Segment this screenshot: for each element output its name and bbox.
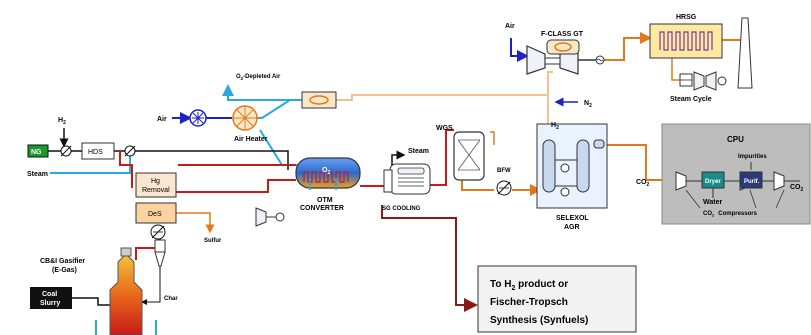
expander-turbine-icon (255, 207, 285, 227)
co2-out-label: CO2 (790, 184, 804, 193)
product-label-2: Fischer-Tropsch (490, 297, 568, 308)
steam-cycle-line (671, 58, 680, 81)
water-label: Water (703, 199, 722, 206)
des-box (135, 202, 177, 224)
ng-label: NG (31, 149, 42, 156)
des-heat-exchanger-icon (150, 224, 166, 240)
steam-left-line (50, 155, 131, 174)
h2-left-label: H2 (58, 117, 66, 126)
char-line (141, 255, 161, 305)
co2-to-cpu-line (606, 144, 676, 181)
n2-label: N2 (584, 100, 592, 109)
air-top-label: Air (505, 23, 515, 30)
sulfur-label: Sulfur (204, 238, 222, 244)
air-preheater-box (301, 91, 337, 109)
hrsg-unit (649, 23, 723, 59)
air-blower-icon (189, 109, 207, 127)
wgs-reactor (453, 131, 485, 181)
gasifier-vessel (95, 247, 157, 335)
steam-left-label: Steam (27, 171, 48, 178)
char-label: Char (164, 296, 178, 302)
hds-outlet-valve-icon (124, 145, 136, 157)
product-label-3: Synthesis (Synfuels) (490, 315, 588, 326)
syngas-side-line (138, 179, 296, 193)
gasifier-label-2: (E-Gas) (52, 267, 77, 274)
hg-removal-label-1: Hg (151, 178, 160, 185)
impurities-label: Impurities (738, 154, 767, 160)
stack-icon (737, 17, 753, 89)
hds-label: HDS (88, 149, 103, 156)
gt-exhaust-line (604, 32, 652, 61)
hg-removal-box (135, 172, 177, 198)
cyclone-separator-icon (154, 239, 166, 267)
sg-steam-line (391, 150, 406, 166)
sg-steam-label: Steam (408, 148, 429, 155)
product-label-1: To H2 product or (490, 279, 568, 292)
hrsg-label: HRSG (676, 14, 697, 21)
h2-agr-label: H2 (551, 122, 559, 131)
air-left-label: Air (157, 116, 167, 123)
sg-cooling-label: SG COOLING (382, 206, 421, 212)
hds-out-line (114, 150, 289, 170)
coal-slurry-label-2: Slurry (40, 300, 60, 307)
steam-cycle-label: Steam Cycle (670, 96, 712, 103)
des-label: DeS (148, 211, 162, 218)
h2-mixer-valve-icon (60, 145, 72, 157)
depleted-air-line (222, 84, 302, 101)
purif-label: Purif. (744, 179, 760, 185)
syngas-red-line (119, 150, 133, 188)
sg-to-wgs-line (430, 129, 454, 186)
air-heater-label: Air Heater (234, 136, 268, 143)
dryer-label: Dryer (705, 179, 721, 185)
co2-mid-label: CO2 (636, 179, 650, 188)
gas-turbine (526, 39, 605, 75)
gasifier-label-1: CB&I Gasifier (40, 258, 85, 265)
coal-slurry-label-1: Coal (42, 291, 57, 298)
coal-slurry-line (72, 297, 110, 306)
air-heater-to-otm-line (256, 99, 302, 119)
gt-label: F-CLASS GT (541, 31, 584, 38)
wgs-label: WGS (436, 125, 453, 132)
steam-cycle-icon (679, 71, 727, 91)
sg-cooling-exchanger (383, 163, 431, 195)
otm-label-1: OTM (317, 197, 333, 204)
air-heater-icon (232, 105, 258, 131)
cpu-label: CPU (727, 135, 744, 144)
otm-label-2: CONVERTER (300, 205, 344, 212)
ng-source-box (27, 144, 49, 158)
bfw-label: BFW (497, 168, 511, 174)
hg-removal-label-2: Removal (142, 187, 170, 194)
product-box (477, 265, 637, 333)
hds-box (81, 142, 115, 160)
coal-slurry-box (30, 287, 72, 309)
selexol-label: SELEXOL (556, 215, 589, 222)
gt-air-line (510, 38, 529, 62)
sulfur-line (176, 212, 215, 234)
otm-converter-vessel (295, 157, 361, 190)
otm-o2-label: O2 (322, 167, 330, 176)
product-line (381, 205, 478, 312)
cpu-area (661, 123, 811, 225)
wgs-feed-line (490, 131, 495, 145)
agr-label: AGR (564, 224, 580, 231)
hydrogen-fuel-line (336, 71, 553, 148)
o2-depleted-air-label: O2-Depleted Air (236, 74, 281, 81)
bfw-heater-icon (496, 180, 512, 196)
selexol-agr-unit (536, 123, 608, 209)
wgs-to-bfw-line (461, 178, 494, 191)
